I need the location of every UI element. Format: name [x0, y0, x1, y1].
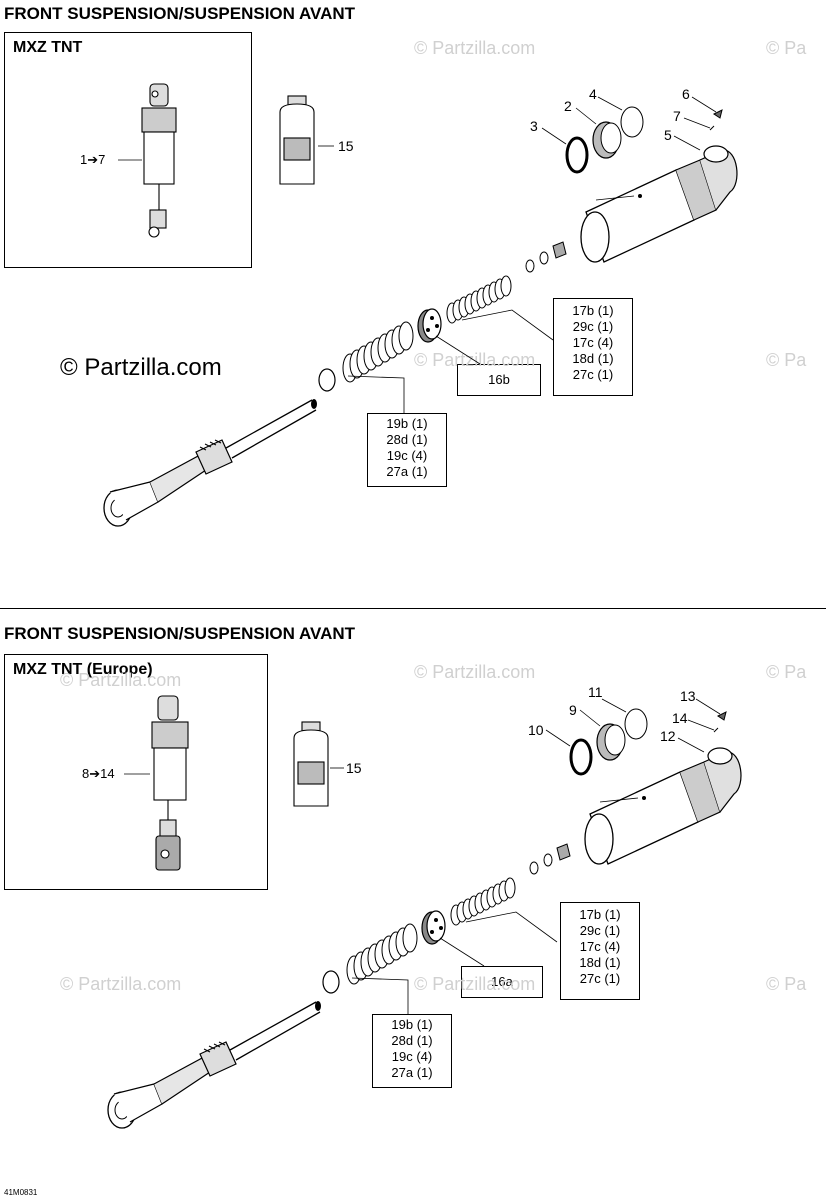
watermark-main: © Partzilla.com [60, 354, 222, 381]
part-line: 27c (1) [579, 971, 621, 986]
part-line: 19c (4) [391, 1049, 433, 1064]
watermark: © Partzilla.com [60, 670, 182, 690]
part-line: 29c (1) [572, 319, 614, 334]
inset-model-label: MXZ TNT [13, 39, 83, 56]
piston-part-box: 16b [457, 364, 541, 396]
bottle-callout: 15 [346, 760, 362, 776]
part-line: 17b (1) [572, 303, 614, 318]
watermark: © Partzilla.com [414, 662, 536, 682]
part-line: 17c (4) [572, 335, 614, 350]
part-line: 28d (1) [391, 1033, 433, 1048]
part-line: 18d (1) [572, 351, 614, 366]
callout-13: 13 [680, 688, 696, 704]
callout-14: 14 [672, 710, 688, 726]
bottle-callout: 15 [338, 138, 354, 154]
callout-2: 2 [564, 98, 572, 114]
oil-bottle-drawing [293, 721, 344, 807]
watermark: © Partzilla.com [414, 974, 536, 994]
inset-model-label: MXZ TNT (Europe) [13, 661, 153, 678]
spring-upper-parts-box: 17b (1) 29c (1) 17c (4) 18d (1) 27c (1) [560, 902, 640, 1000]
watermark: © Partzilla.com [414, 38, 536, 58]
callout-11: 11 [588, 684, 603, 700]
part-line: 29c (1) [579, 923, 621, 938]
spring-lower-parts-box: 19b (1) 28d (1) 19c (4) 27a (1) [372, 1014, 452, 1088]
figure-code: 41M0831 [4, 1188, 38, 1197]
callout-3: 3 [530, 118, 538, 134]
section-divider [0, 608, 826, 609]
watermark-partial: © Pa [766, 974, 807, 994]
part-line: 19b (1) [391, 1017, 433, 1032]
part-line: 17c (4) [579, 939, 621, 954]
section-2-title: FRONT SUSPENSION/SUSPENSION AVANT [4, 624, 356, 643]
part-line: 27a (1) [391, 1065, 433, 1080]
part-line: 27c (1) [572, 367, 614, 382]
section-2-inset: MXZ TNT (Europe) [4, 654, 268, 890]
piston-part-box: 16a [461, 966, 543, 998]
part-line: 27a (1) [386, 464, 428, 479]
watermark-partial: © Pa [766, 350, 807, 370]
watermark: © Partzilla.com [60, 974, 182, 994]
part-line: 17b (1) [579, 907, 621, 922]
part-line: 19c (4) [386, 448, 428, 463]
spring-lower-parts-box: 19b (1) 28d (1) 19c (4) 27a (1) [367, 413, 447, 487]
watermark: © Partzilla.com [414, 350, 536, 370]
inset-callout: 8➔14 [82, 766, 115, 781]
watermark-partial: © Pa [766, 38, 807, 58]
part-line: 18d (1) [579, 955, 621, 970]
inset-callout: 1➔7 [80, 152, 106, 167]
spring-upper-parts-box: 17b (1) 29c (1) 17c (4) 18d (1) 27c (1) [553, 298, 633, 396]
part-line: 19b (1) [386, 416, 428, 431]
watermark-partial: © Pa [766, 662, 807, 682]
inset-shock-drawing [124, 695, 189, 871]
oil-bottle-drawing [279, 95, 334, 185]
callout-4: 4 [589, 86, 597, 102]
callout-5: 5 [664, 127, 672, 143]
callout-10: 10 [528, 722, 544, 738]
section-1-inset: MXZ TNT [4, 32, 252, 268]
inset-shock-drawing [118, 83, 177, 238]
callout-7: 7 [673, 108, 681, 124]
callout-12: 12 [660, 728, 676, 744]
callout-9: 9 [569, 702, 577, 718]
part-line: 28d (1) [386, 432, 428, 447]
callout-6: 6 [682, 86, 690, 102]
section-1-title: FRONT SUSPENSION/SUSPENSION AVANT [4, 4, 356, 23]
